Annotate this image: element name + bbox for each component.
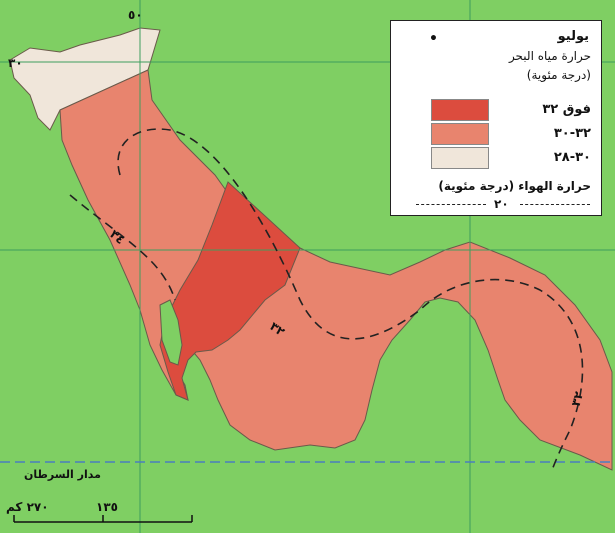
legend-label-above-32: فوق ٣٢ [542,102,591,117]
legend-unit: (درجة مئوية) [526,68,591,82]
legend-label-28-30: ٣٠-٢٨ [553,150,591,165]
water-zone-28-30 [9,27,161,131]
legend-swatch-above-32 [431,99,489,121]
tropic-of-cancer-label: مدار السرطان [24,468,101,481]
legend-air-temperature-label: حرارة الهواء (درجة مئوية) [438,179,591,193]
legend-swatch-28-30 [431,147,489,169]
legend-label-30-32: ٣٢-٣٠ [553,126,591,141]
legend-subtitle: حرارة مياه البحر [508,49,591,63]
legend-row-28-30: ٣٠-٢٨ [431,147,591,171]
map-legend: • يوليو حرارة مياه البحر (درجة مئوية) فو… [390,20,602,216]
water-zone-above-32 [159,181,301,401]
isotherm-32-curve [117,128,584,471]
isotherm-34-curve [69,194,176,301]
legend-air-isotherm-sample: ٢٠ [416,197,591,213]
longitude-label: ٥٠ [128,8,143,22]
peninsula-land [159,299,183,366]
legend-row-30-32: ٣٢-٣٠ [431,123,591,147]
legend-title: يوليو [557,29,589,44]
legend-air-value: ٢٠ [492,197,511,211]
legend-swatch-30-32 [431,123,489,145]
legend-dash [416,204,486,205]
legend-row-above-32: فوق ٣٢ [431,99,591,123]
scale-label-270: ٢٧٠ كم [6,500,49,514]
latitude-label: ٣٠ [8,56,23,70]
legend-dot: • [429,31,438,47]
legend-dash [520,204,590,205]
scale-label-135: ١٣٥ [96,500,118,514]
